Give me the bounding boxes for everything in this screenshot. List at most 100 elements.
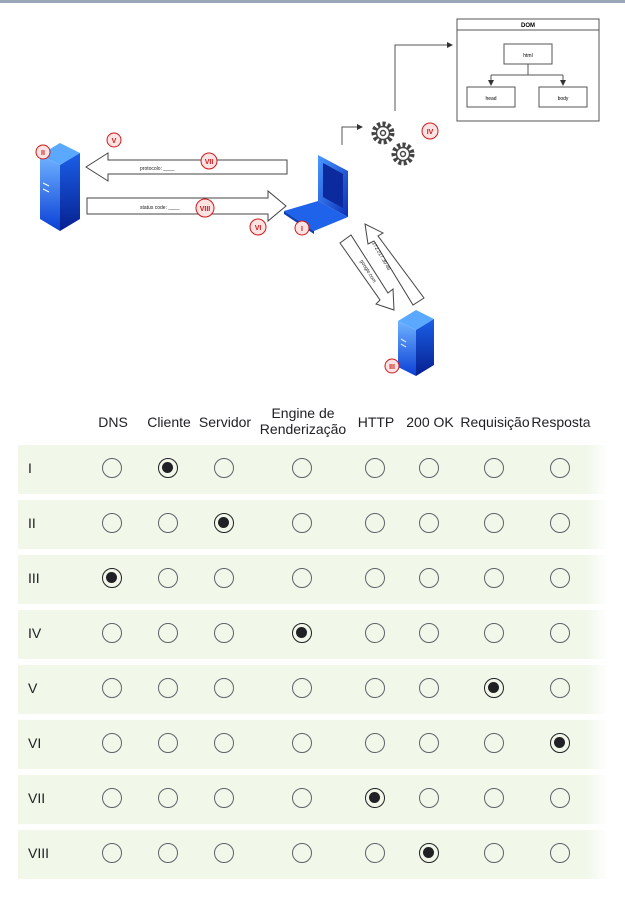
row-label: VIII — [28, 845, 50, 861]
radio-option[interactable] — [484, 733, 504, 753]
radio-option[interactable] — [484, 568, 504, 588]
radio-option[interactable] — [158, 733, 178, 753]
marker-IV: IV — [421, 122, 439, 140]
radio-option[interactable] — [365, 843, 385, 863]
radio-option[interactable] — [102, 623, 122, 643]
radio-option[interactable] — [292, 678, 312, 698]
grid-row: V — [18, 665, 608, 714]
radio-option[interactable] — [158, 623, 178, 643]
radio-option[interactable] — [214, 678, 234, 698]
radio-option[interactable] — [292, 513, 312, 533]
grid-row: III — [18, 555, 608, 604]
marker-VII: VII — [200, 152, 218, 170]
marker-V: V — [106, 132, 122, 148]
marker-III: III — [384, 358, 400, 374]
radio-option[interactable] — [214, 843, 234, 863]
radio-option[interactable] — [419, 733, 439, 753]
row-label: I — [28, 460, 32, 476]
radio-option[interactable] — [158, 568, 178, 588]
gears-icon — [371, 121, 415, 166]
radio-option[interactable] — [365, 458, 385, 478]
radio-option[interactable] — [102, 678, 122, 698]
dns-answer-arrow: 172.217.30.46 — [364, 223, 425, 306]
radio-option[interactable] — [214, 513, 234, 533]
radio-option[interactable] — [102, 513, 122, 533]
radio-option[interactable] — [214, 733, 234, 753]
svg-text:III: III — [389, 364, 395, 371]
radio-option[interactable] — [214, 788, 234, 808]
grid-row: VII — [18, 775, 608, 824]
grid-row: IV — [18, 610, 608, 659]
radio-option[interactable] — [158, 513, 178, 533]
radio-option[interactable] — [158, 843, 178, 863]
marker-I: I — [294, 220, 310, 236]
svg-text:VII: VII — [205, 159, 214, 166]
radio-option[interactable] — [292, 788, 312, 808]
radio-option[interactable] — [292, 733, 312, 753]
radio-option[interactable] — [214, 458, 234, 478]
radio-option[interactable] — [102, 733, 122, 753]
radio-option[interactable] — [484, 678, 504, 698]
radio-option[interactable] — [419, 623, 439, 643]
radio-option[interactable] — [419, 788, 439, 808]
radio-option[interactable] — [365, 733, 385, 753]
radio-option[interactable] — [214, 623, 234, 643]
radio-option[interactable] — [102, 568, 122, 588]
radio-option[interactable] — [419, 568, 439, 588]
dns-server-icon — [398, 310, 434, 376]
radio-option[interactable] — [102, 458, 122, 478]
row-label: VII — [28, 790, 46, 806]
radio-option[interactable] — [419, 843, 439, 863]
radio-option[interactable] — [292, 458, 312, 478]
radio-option[interactable] — [158, 678, 178, 698]
radio-option[interactable] — [365, 788, 385, 808]
radio-option[interactable] — [550, 458, 570, 478]
column-header: DNS — [98, 414, 128, 430]
radio-option[interactable] — [102, 788, 122, 808]
svg-text:I: I — [301, 226, 303, 233]
radio-option[interactable] — [550, 513, 570, 533]
svg-text:VI: VI — [255, 225, 262, 232]
radio-option[interactable] — [292, 623, 312, 643]
radio-option[interactable] — [102, 843, 122, 863]
dom-node-head: head — [485, 96, 496, 102]
radio-option[interactable] — [419, 458, 439, 478]
radio-option[interactable] — [550, 568, 570, 588]
svg-text:IV: IV — [427, 129, 434, 136]
radio-option[interactable] — [365, 568, 385, 588]
radio-option[interactable] — [550, 788, 570, 808]
radio-option[interactable] — [419, 678, 439, 698]
grid-row: II — [18, 500, 608, 549]
radio-option[interactable] — [550, 623, 570, 643]
status-label: status code: ____ — [140, 205, 180, 211]
dom-tree: DOM html head body — [456, 18, 600, 122]
dom-title: DOM — [521, 23, 535, 29]
radio-option[interactable] — [550, 733, 570, 753]
radio-option[interactable] — [365, 623, 385, 643]
radio-option[interactable] — [214, 568, 234, 588]
top-divider — [0, 0, 625, 3]
radio-option[interactable] — [158, 788, 178, 808]
radio-option[interactable] — [419, 513, 439, 533]
radio-option[interactable] — [365, 678, 385, 698]
radio-option[interactable] — [292, 568, 312, 588]
svg-text:V: V — [112, 138, 117, 145]
radio-option[interactable] — [292, 843, 312, 863]
radio-option[interactable] — [484, 513, 504, 533]
laptop-icon — [284, 155, 348, 234]
radio-option[interactable] — [484, 623, 504, 643]
radio-option[interactable] — [550, 843, 570, 863]
radio-option[interactable] — [484, 843, 504, 863]
radio-option[interactable] — [158, 458, 178, 478]
row-label: V — [28, 680, 38, 696]
column-header: Servidor — [198, 414, 252, 430]
column-header: Cliente — [147, 414, 191, 430]
radio-option[interactable] — [365, 513, 385, 533]
marker-II: II — [35, 144, 51, 160]
radio-option[interactable] — [550, 678, 570, 698]
radio-option[interactable] — [484, 458, 504, 478]
radio-option[interactable] — [484, 788, 504, 808]
